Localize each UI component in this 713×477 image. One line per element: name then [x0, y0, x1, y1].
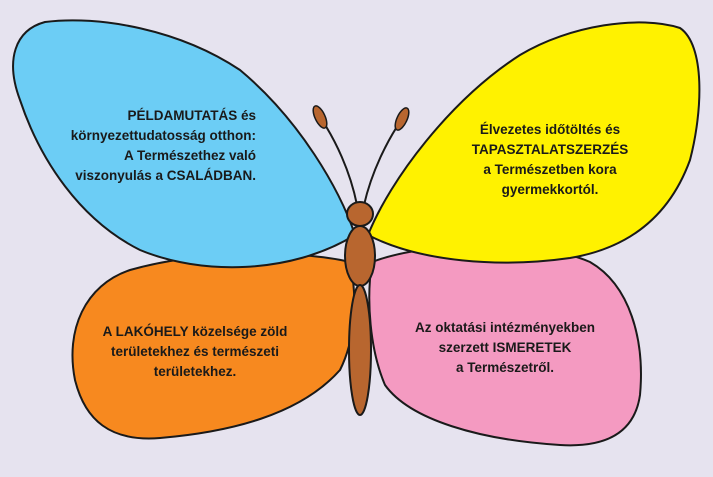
text-line: PÉLDAMUTATÁS és	[127, 108, 256, 123]
butterfly-head	[346, 201, 374, 227]
bottom-right-wing-text: Az oktatási intézményekben szerzett ISME…	[400, 318, 610, 378]
butterfly-thorax	[344, 225, 376, 287]
text-line: a Természetben kora	[483, 162, 617, 177]
text-line: környezettudatosság otthon:	[70, 128, 256, 143]
text-line: A Természethez való	[123, 148, 256, 163]
text-line: területekhez.	[153, 364, 237, 379]
top-left-wing	[12, 19, 357, 269]
top-right-wing-text: Élvezetes időtöltés és TAPASZTALATSZERZÉ…	[455, 120, 645, 200]
text-line: területekhez és természeti	[110, 344, 280, 359]
right-antenna-tip	[394, 107, 410, 131]
text-line: Élvezetes időtöltés és	[479, 122, 621, 137]
text-line: a Természetről.	[455, 360, 555, 375]
top-left-wing-text: PÉLDAMUTATÁS és környezettudatosság otth…	[60, 106, 256, 186]
text-line: viszonyulás a CSALÁDBAN.	[75, 168, 256, 183]
top-right-wing	[366, 21, 701, 264]
text-line: gyermekkortól.	[501, 182, 599, 197]
text-line: Az oktatási intézményekben	[414, 320, 596, 335]
text-line: A LAKÓHELY közelsége zöld	[102, 324, 288, 339]
bottom-left-wing-text: A LAKÓHELY közelsége zöld területekhez é…	[95, 322, 295, 382]
text-line: TAPASZTALATSZERZÉS	[471, 142, 629, 157]
left-antenna-tip	[312, 105, 328, 129]
text-line: szerzett ISMERETEK	[438, 340, 572, 355]
butterfly-abdomen	[348, 284, 372, 416]
